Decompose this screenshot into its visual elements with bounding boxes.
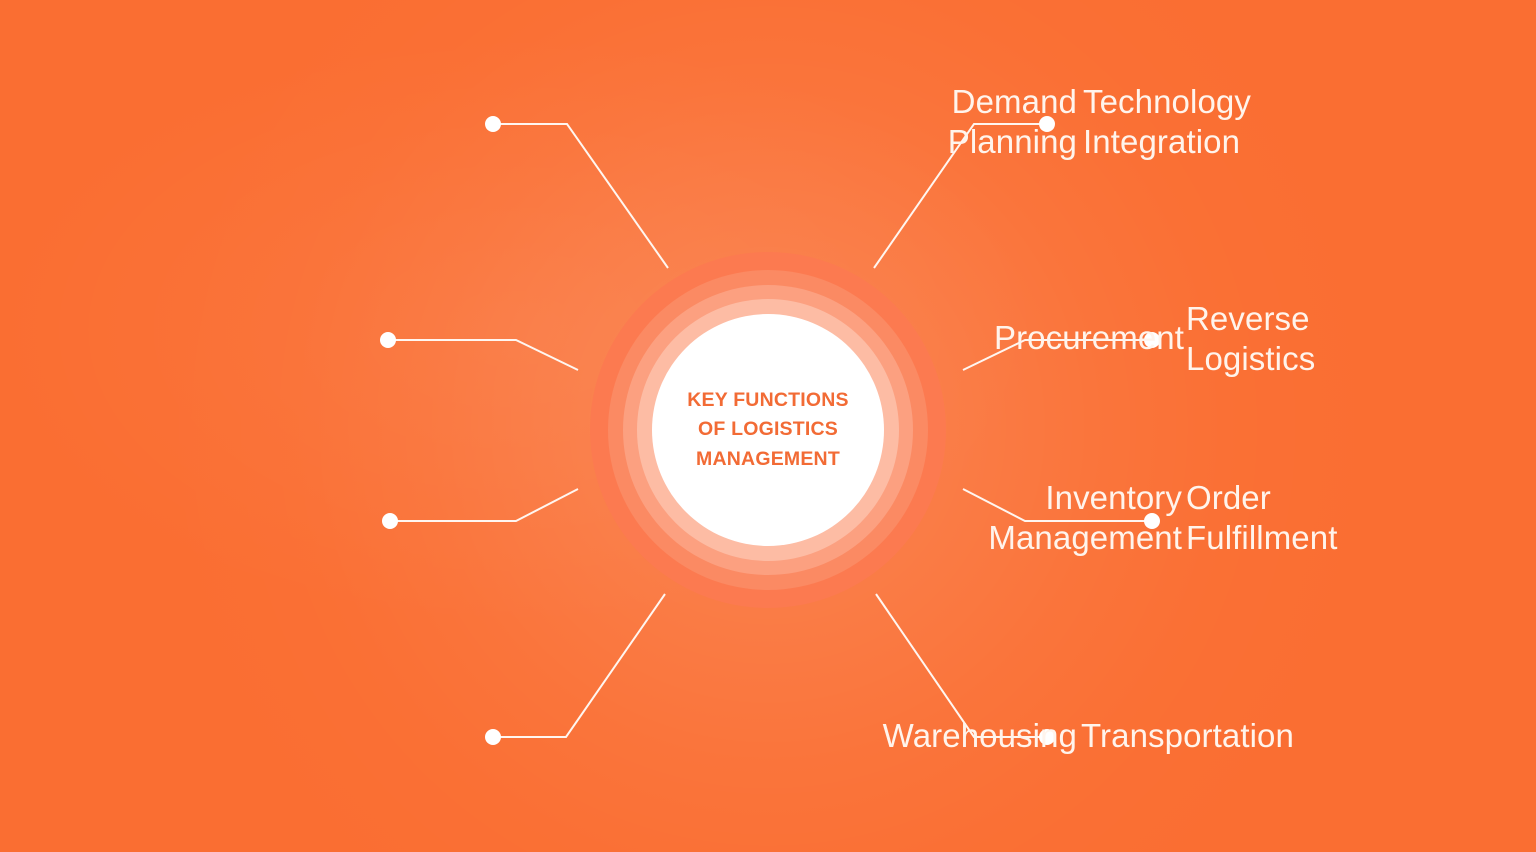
node-label-procurement: Procurement <box>993 319 1184 356</box>
connector-dot-procurement[interactable] <box>380 332 396 348</box>
connector-dot-transportation[interactable] <box>1039 729 1055 745</box>
node-label-warehousing: Warehousing <box>882 717 1077 754</box>
connector-line-warehousing <box>493 593 666 738</box>
node-label-order-fulfillment: Order Fulfillment <box>1186 479 1338 557</box>
node-label-reverse-logistics: Reverse Logistics <box>1186 300 1316 378</box>
connector-line-technology-integration <box>873 123 1047 269</box>
hub-core-disc: Key Functions of Logistics Management <box>652 314 884 546</box>
node-label-transportation: Transportation <box>1081 717 1294 754</box>
connector-line-order-fulfillment <box>962 488 1152 522</box>
connector-line-reverse-logistics <box>962 339 1152 371</box>
connector-line-inventory-management <box>390 488 579 522</box>
hub-title-line-1: Key Functions <box>687 389 849 412</box>
connector-dot-inventory-management[interactable] <box>382 513 398 529</box>
hub-center: Key Functions of Logistics Management <box>590 252 946 608</box>
hub-title-line-3: Management <box>696 447 840 470</box>
connector-line-procurement <box>388 339 579 371</box>
connector-dot-technology-integration[interactable] <box>1039 116 1055 132</box>
node-label-demand-planning: Demand Planning <box>947 83 1077 161</box>
connector-line-transportation <box>875 593 1047 738</box>
connector-dot-warehousing[interactable] <box>485 729 501 745</box>
connector-dot-reverse-logistics[interactable] <box>1144 332 1160 348</box>
hub-title-line-2: of Logistics <box>698 418 838 441</box>
node-label-technology-integration: Technology Integration <box>1083 83 1251 161</box>
hub-title: Key Functions of Logistics Management <box>663 386 873 474</box>
node-label-inventory-management: Inventory Management <box>988 479 1182 557</box>
connector-dot-demand-planning[interactable] <box>485 116 501 132</box>
connector-line-demand-planning <box>493 123 669 269</box>
connector-dot-order-fulfillment[interactable] <box>1144 513 1160 529</box>
